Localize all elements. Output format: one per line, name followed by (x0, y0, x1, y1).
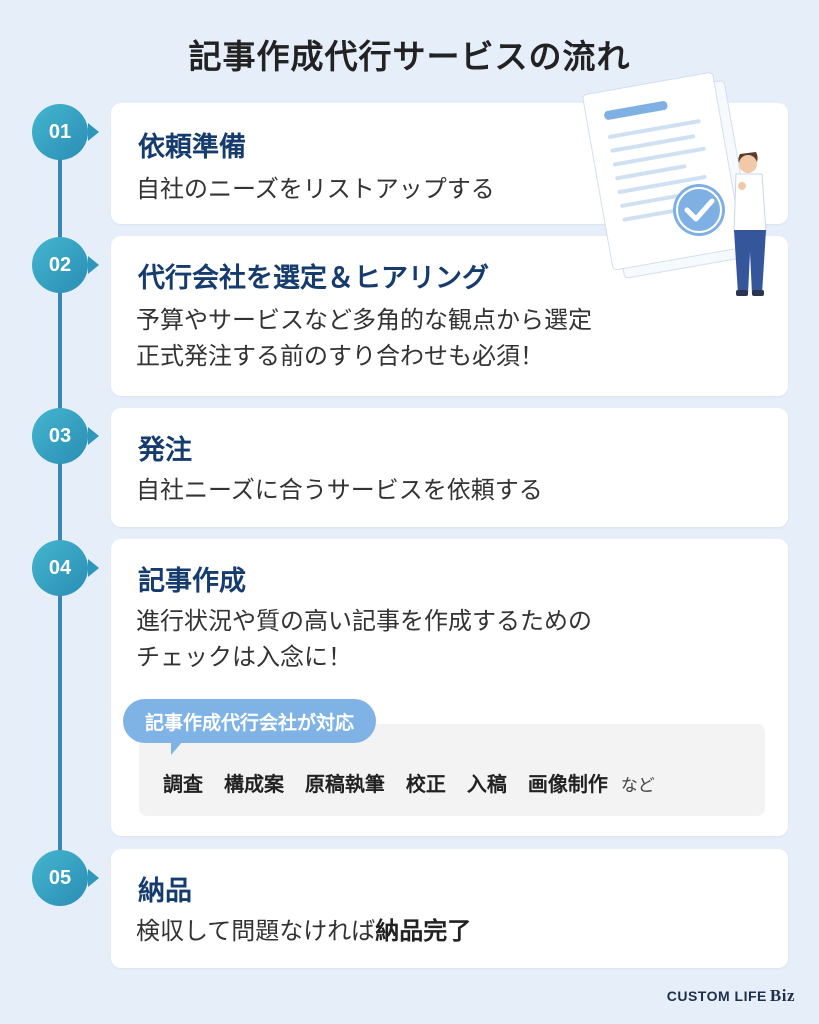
step-number-05: 05 (32, 850, 88, 906)
step-description-line: 進行状況や質の高い記事を作成するための (136, 607, 592, 635)
step-description: 進行状況や質の高い記事を作成するための チェックは入念に！ (136, 603, 592, 675)
step-title: 依頼準備 (138, 132, 246, 163)
step-description: 検収して問題なければ納品完了 (136, 913, 471, 949)
step-description: 予算やサービスなど多角的な観点から選定 正式発注する前のすり合わせも必須！ (136, 302, 592, 374)
step-card-02: 代行会社を選定＆ヒアリング 予算やサービスなど多角的な観点から選定 正式発注する… (111, 236, 788, 396)
document-icon (582, 72, 755, 279)
task-item: 入稿 (466, 772, 507, 796)
task-item: 校正 (405, 772, 446, 796)
step-description-line: 予算やサービスなど多角的な観点から選定 (136, 306, 592, 334)
task-item: 調査 (163, 772, 203, 796)
step-number-03: 03 (32, 408, 88, 464)
step-title: 発注 (138, 435, 192, 466)
task-item: 画像制作 (527, 772, 608, 796)
step-description-line: 正式発注する前のすり合わせも必須！ (136, 342, 544, 370)
step-description: 自社のニーズをリストアップする (136, 175, 495, 203)
step-description-line: チェックは入念に！ (136, 643, 352, 671)
step-number-04: 04 (32, 540, 88, 596)
step-description-text: 検収して問題なければ (136, 917, 376, 945)
task-list: 調査 構成案 原稿執筆 校正 入稿 画像制作 など (163, 768, 669, 797)
step-card-04: 記事作成 進行状況や質の高い記事を作成するための チェックは入念に！ 調査 構成… (111, 539, 788, 836)
step-number-01: 01 (32, 104, 88, 160)
page-title: 記事作成代行サービスの流れ (188, 37, 631, 76)
step-description-emphasis: 納品完了 (375, 917, 472, 945)
step-title: 代行会社を選定＆ヒアリング (138, 263, 489, 294)
person-icon (733, 152, 767, 296)
document-check-illustration (582, 72, 767, 296)
step-card-05: 納品 検収して問題なければ納品完了 (111, 849, 788, 968)
step-card-03: 発注 自社ニーズに合うサービスを依頼する (111, 408, 788, 527)
step-title: 記事作成 (138, 566, 246, 597)
agency-bubble: 記事作成代行会社が対応 (123, 699, 377, 755)
step-title: 納品 (138, 876, 192, 907)
step-number-02: 02 (32, 237, 88, 293)
task-item: 構成案 (223, 772, 284, 796)
timeline-line (58, 132, 62, 877)
brand-logo-main: CUSTOM LIFE (666, 988, 767, 1004)
task-suffix: など (620, 776, 655, 796)
check-icon (673, 184, 725, 236)
brand-logo-sub: Biz (769, 986, 795, 1005)
task-item: 原稿執筆 (304, 772, 385, 796)
step-description: 自社ニーズに合うサービスを依頼する (136, 476, 543, 504)
